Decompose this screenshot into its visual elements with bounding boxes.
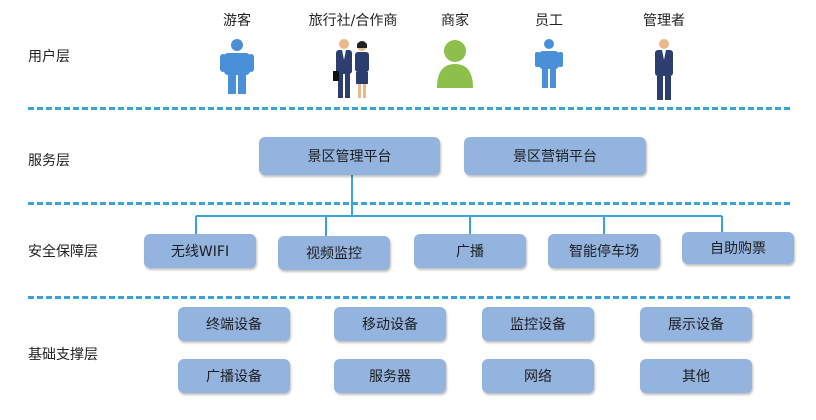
tourist-person-icon — [220, 39, 254, 94]
infra-box-terminal[interactable]: 终端设备 — [178, 307, 290, 341]
user-manager: 管理者 — [636, 10, 692, 102]
infra-box-network[interactable]: 网络 — [482, 359, 594, 393]
layer-divider-1 — [28, 107, 790, 110]
layer-label-service: 服务层 — [28, 153, 70, 169]
service-box-management[interactable]: 景区管理平台 — [259, 137, 440, 175]
user-label: 员工 — [535, 13, 563, 29]
user-employee: 员工 — [524, 10, 574, 90]
layer-label-infra: 基础支撑层 — [28, 347, 98, 363]
user-tourist: 游客 — [212, 10, 262, 94]
infra-box-display[interactable]: 展示设备 — [640, 307, 752, 341]
security-box-parking[interactable]: 智能停车场 — [548, 234, 660, 268]
layer-divider-3 — [28, 296, 790, 299]
user-label: 旅行社/合作商 — [308, 13, 398, 29]
infra-box-other[interactable]: 其他 — [640, 359, 752, 393]
user-travel-agency: 旅行社/合作商 — [298, 10, 408, 102]
business-people-icon — [333, 39, 369, 98]
layer-label-security: 安全保障层 — [28, 244, 98, 260]
infra-box-broadcast-device[interactable]: 广播设备 — [178, 359, 290, 393]
user-label: 商家 — [441, 13, 469, 29]
layer-label-user: 用户层 — [28, 49, 70, 65]
infra-box-mobile[interactable]: 移动设备 — [334, 307, 446, 341]
employee-person-icon — [535, 39, 563, 88]
user-label: 管理者 — [643, 13, 685, 29]
layer-divider-2 — [28, 202, 790, 205]
service-box-marketing[interactable]: 景区营销平台 — [464, 137, 646, 175]
security-box-wifi[interactable]: 无线WIFI — [144, 234, 256, 268]
security-box-broadcast[interactable]: 广播 — [414, 234, 526, 268]
security-box-ticketing[interactable]: 自助购票 — [682, 232, 794, 264]
security-box-video[interactable]: 视频监控 — [278, 236, 390, 270]
user-merchant: 商家 — [430, 10, 480, 90]
infra-box-monitor[interactable]: 监控设备 — [482, 307, 594, 341]
user-label: 游客 — [223, 13, 251, 29]
merchant-person-icon — [437, 40, 473, 88]
infra-box-server[interactable]: 服务器 — [334, 359, 446, 393]
manager-person-icon — [655, 39, 673, 100]
